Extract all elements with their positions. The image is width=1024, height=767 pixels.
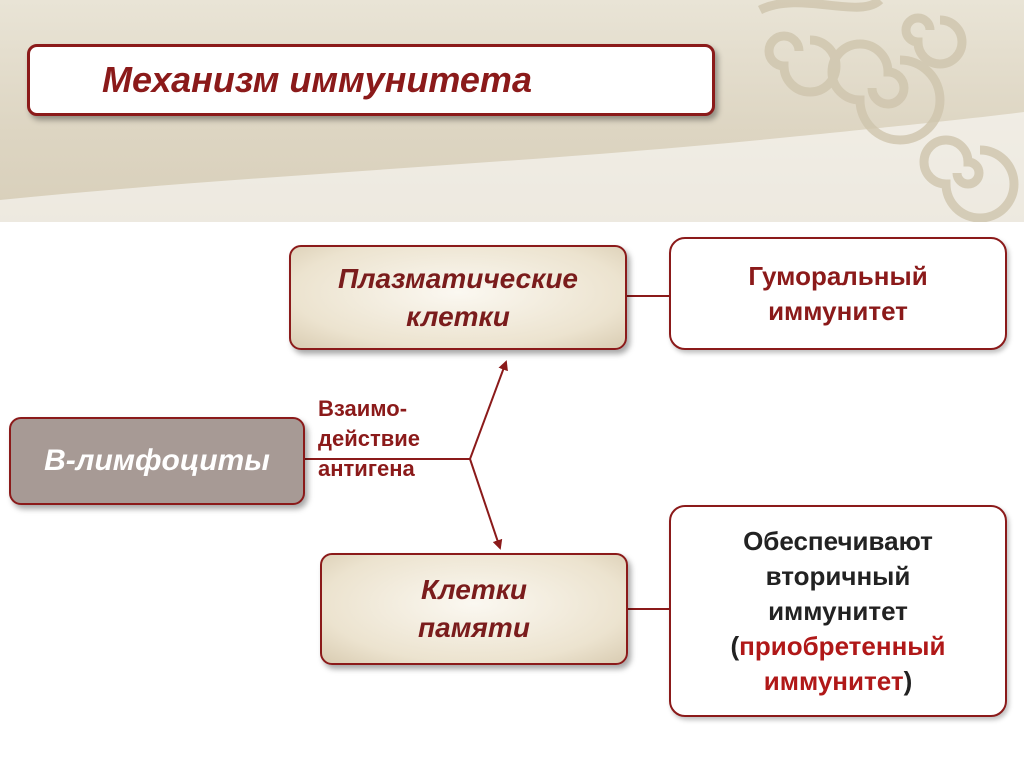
swirl-ornament-icon: [0, 0, 1024, 222]
slide-title-text: Механизм иммунитета: [102, 59, 532, 100]
slide-title: Механизм иммунитета: [27, 44, 715, 116]
plasma-cells-node: Плазматические клетки: [289, 245, 627, 350]
acquired-line-1: (приобретенный: [731, 629, 946, 664]
memory-cells-node: Клетки памяти: [320, 553, 628, 665]
plasma-cells-line-2: клетки: [406, 300, 510, 332]
antigen-interaction-label: Взаимо- действие антигена: [318, 394, 420, 484]
b-lymphocytes-node: В-лимфоциты: [9, 417, 305, 505]
plasma-cells-line-1: Плазматические: [337, 262, 578, 294]
humoral-immunity-box: Гуморальный иммунитет: [669, 237, 1007, 350]
memory-cells-line-2: памяти: [418, 612, 530, 643]
acquired-text-1: приобретенный: [739, 630, 946, 661]
acquired-line-2: иммунитет): [764, 664, 913, 699]
interaction-line-2: действие: [318, 426, 421, 451]
humoral-line-1: Гуморальный: [748, 260, 928, 291]
acquired-text-2: иммунитет: [763, 665, 904, 696]
b-lymphocytes-label: В-лимфоциты: [44, 444, 270, 477]
secondary-line-1: Обеспечивают: [743, 525, 933, 556]
memory-cells-line-1: Клетки: [420, 574, 528, 605]
decorative-banner: [0, 0, 1024, 222]
interaction-line-1: Взаимо-: [318, 396, 408, 421]
secondary-line-2: вторичный: [765, 560, 911, 591]
interaction-line-3: антигена: [318, 456, 415, 481]
arrow-to-plasma-cells: [469, 360, 508, 460]
paren-open: (: [730, 630, 740, 661]
arrow-to-memory-cells: [469, 458, 503, 550]
humoral-line-2: иммунитет: [768, 295, 908, 326]
secondary-line-3: иммунитет: [768, 595, 908, 626]
paren-close: ): [903, 665, 913, 696]
secondary-immunity-box: Обеспечивают вторичный иммунитет (приобр…: [669, 505, 1007, 717]
